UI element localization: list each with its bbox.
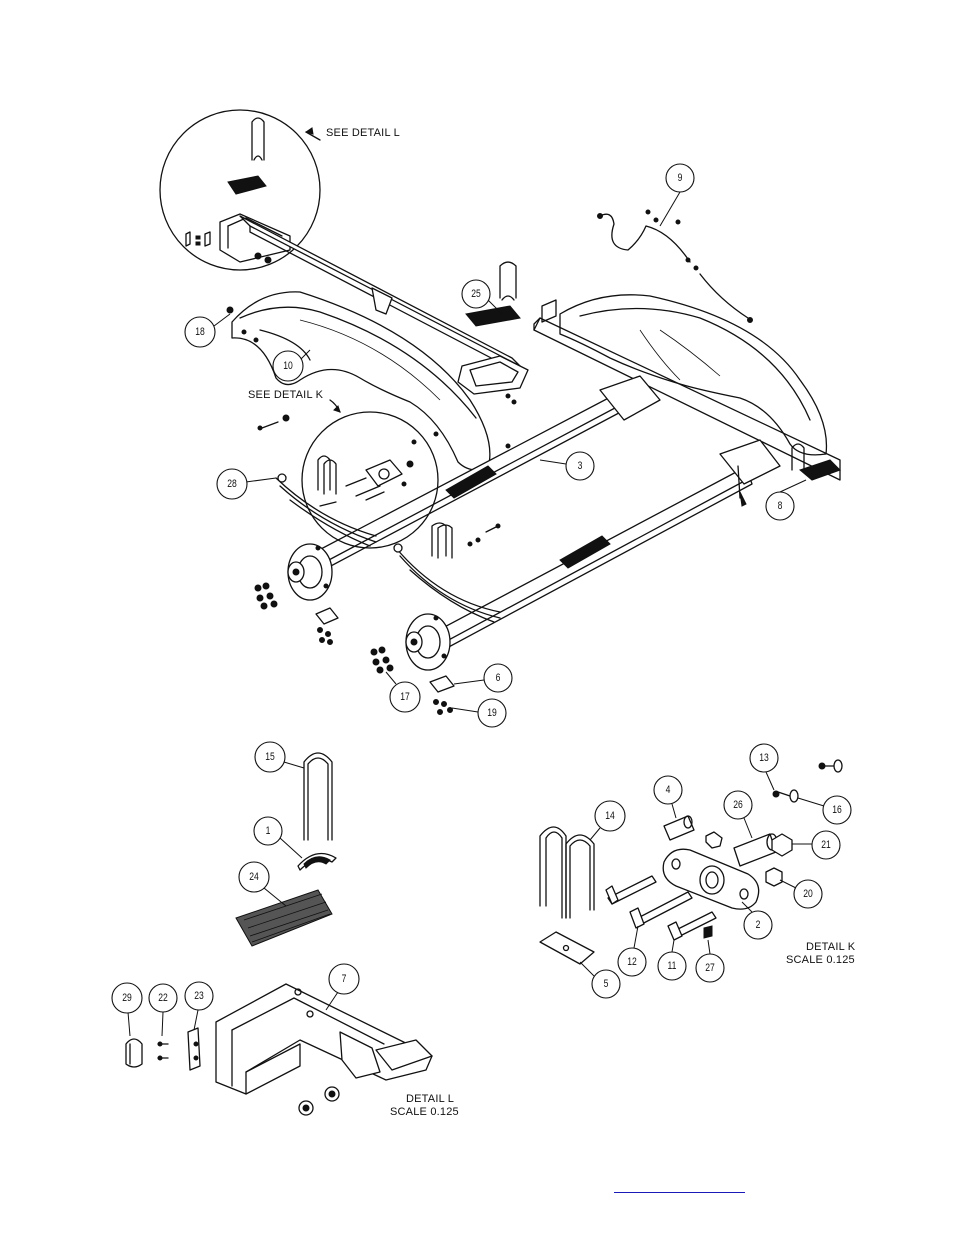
balloon-17: 17 <box>385 671 421 713</box>
svg-text:5: 5 <box>604 978 609 990</box>
svg-text:12: 12 <box>627 956 637 968</box>
detail-l-scale: SCALE 0.125 <box>390 1106 459 1118</box>
balloon-19: 19 <box>451 698 507 728</box>
svg-text:1: 1 <box>266 825 271 837</box>
svg-text:16: 16 <box>832 804 842 816</box>
detail-k-callout-circle <box>301 399 439 549</box>
detail-l-axle-seat <box>297 852 337 871</box>
svg-text:24: 24 <box>249 871 259 883</box>
detail-l-title: DETAIL L <box>406 1093 454 1105</box>
svg-text:6: 6 <box>496 672 501 684</box>
svg-text:28: 28 <box>227 478 237 490</box>
detail-l-u-bolt <box>303 752 333 841</box>
svg-text:27: 27 <box>705 962 715 974</box>
balloon-6: 6 <box>453 663 513 693</box>
step-pad-25 <box>465 305 521 327</box>
balloon-26: 26 <box>723 790 753 839</box>
detail-l-plate <box>187 1027 201 1071</box>
svg-text:20: 20 <box>803 888 813 900</box>
balloon-28: 28 <box>216 468 277 500</box>
balloon-9: 9 <box>659 163 695 227</box>
balloon-1: 1 <box>253 816 303 859</box>
balloon-10: 10 <box>272 349 311 382</box>
balloon-20: 20 <box>779 879 823 909</box>
svg-text:11: 11 <box>668 960 677 972</box>
detail-l-callout-circle <box>159 109 321 271</box>
svg-text:26: 26 <box>733 799 743 811</box>
svg-text:19: 19 <box>487 707 497 719</box>
svg-text:21: 21 <box>821 839 831 851</box>
svg-text:7: 7 <box>342 973 347 985</box>
balloon-7: 7 <box>325 963 360 1011</box>
fender-right <box>533 294 841 481</box>
svg-text:10: 10 <box>283 360 293 372</box>
balloon-27: 27 <box>695 939 725 983</box>
balloon-8: 8 <box>765 479 807 521</box>
fender-left <box>226 291 491 471</box>
detail-k-u-bolts <box>539 826 595 919</box>
balloon-2: 2 <box>741 901 773 940</box>
detail-k-spring-plate <box>539 931 595 965</box>
balloon-29: 29 <box>111 982 143 1037</box>
balloon-12: 12 <box>617 925 647 977</box>
balloon-18: 18 <box>184 313 231 348</box>
balloon-4: 4 <box>653 775 683 819</box>
u-bolt-upper <box>499 261 517 299</box>
balloon-3: 3 <box>539 451 595 481</box>
wire-harness <box>597 209 753 323</box>
svg-text:22: 22 <box>158 992 168 1004</box>
rear-hangers <box>599 375 781 507</box>
svg-text:25: 25 <box>471 288 481 300</box>
svg-text:2: 2 <box>756 919 761 931</box>
balloon-24: 24 <box>238 861 287 907</box>
svg-text:14: 14 <box>605 810 615 822</box>
hub-front <box>287 543 333 601</box>
leaf-spring-front <box>275 473 377 547</box>
svg-text:15: 15 <box>265 751 275 763</box>
svg-text:18: 18 <box>195 326 205 338</box>
balloon-16: 16 <box>797 795 852 825</box>
trailer-frame-rail-left <box>239 215 529 395</box>
see-detail-k-note: SEE DETAIL K <box>248 389 324 401</box>
balloon-11: 11 <box>657 939 687 981</box>
svg-text:3: 3 <box>578 460 583 472</box>
balloon-15: 15 <box>254 741 305 773</box>
lug-nut-cluster-rear <box>370 646 455 715</box>
detail-k-scale: SCALE 0.125 <box>786 954 855 966</box>
detail-k-nuts <box>705 759 843 887</box>
balloon-25: 25 <box>461 279 503 315</box>
detail-k-title: DETAIL K <box>806 941 856 953</box>
balloon-5: 5 <box>579 961 621 999</box>
axle-tube-rear <box>419 469 753 657</box>
lug-nut-cluster-front <box>254 582 339 645</box>
footer-hyperlink[interactable] <box>614 1178 745 1193</box>
balloon-23: 23 <box>184 981 214 1031</box>
svg-text:29: 29 <box>122 992 132 1004</box>
leaf-spring-rear <box>393 522 501 623</box>
loose-bolt <box>261 421 279 429</box>
balloon-14: 14 <box>589 800 626 841</box>
see-detail-l-note: SEE DETAIL L <box>326 127 400 139</box>
detail-k-bolts <box>605 875 717 941</box>
detail-l-screws <box>157 1041 169 1061</box>
detail-l-bracket <box>215 983 433 1116</box>
detail-k-shackle-plate <box>662 848 760 910</box>
hub-rear <box>405 613 451 671</box>
balloon-13: 13 <box>749 743 779 791</box>
svg-text:4: 4 <box>666 784 671 796</box>
svg-text:9: 9 <box>678 172 683 184</box>
svg-text:23: 23 <box>194 990 204 1002</box>
svg-text:8: 8 <box>778 500 783 512</box>
detail-l-step-pad <box>235 889 333 947</box>
balloon-22: 22 <box>148 983 178 1037</box>
svg-text:13: 13 <box>759 752 769 764</box>
balloon-21: 21 <box>792 830 841 860</box>
svg-text:17: 17 <box>400 691 410 703</box>
detail-l-end-cap <box>125 1038 143 1068</box>
